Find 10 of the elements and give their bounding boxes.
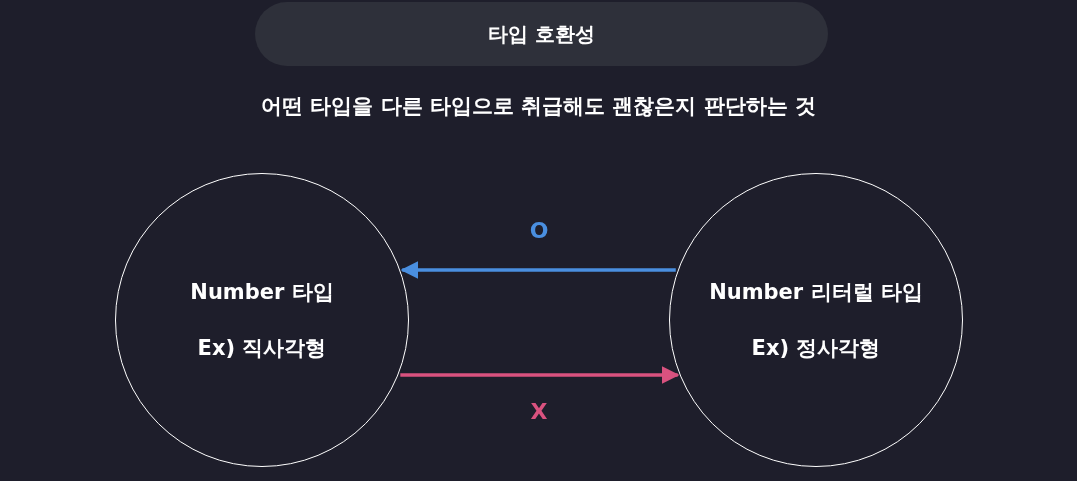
subtitle: 어떤 타입을 다른 타입으로 취급해도 괜찮은지 판단하는 것 <box>259 93 818 120</box>
circle-node <box>115 173 409 467</box>
node-text: Ex) 직사각형 <box>197 335 327 362</box>
node-text: Number 리터럴 타입 <box>709 279 923 306</box>
arrow <box>400 366 680 384</box>
node-text: Ex) 정사각형 <box>751 335 881 362</box>
arrow <box>400 261 676 279</box>
node-text: Number 타입 <box>190 279 334 306</box>
title-banner: 타입 호환성 <box>255 2 828 66</box>
circle-node <box>669 173 963 467</box>
